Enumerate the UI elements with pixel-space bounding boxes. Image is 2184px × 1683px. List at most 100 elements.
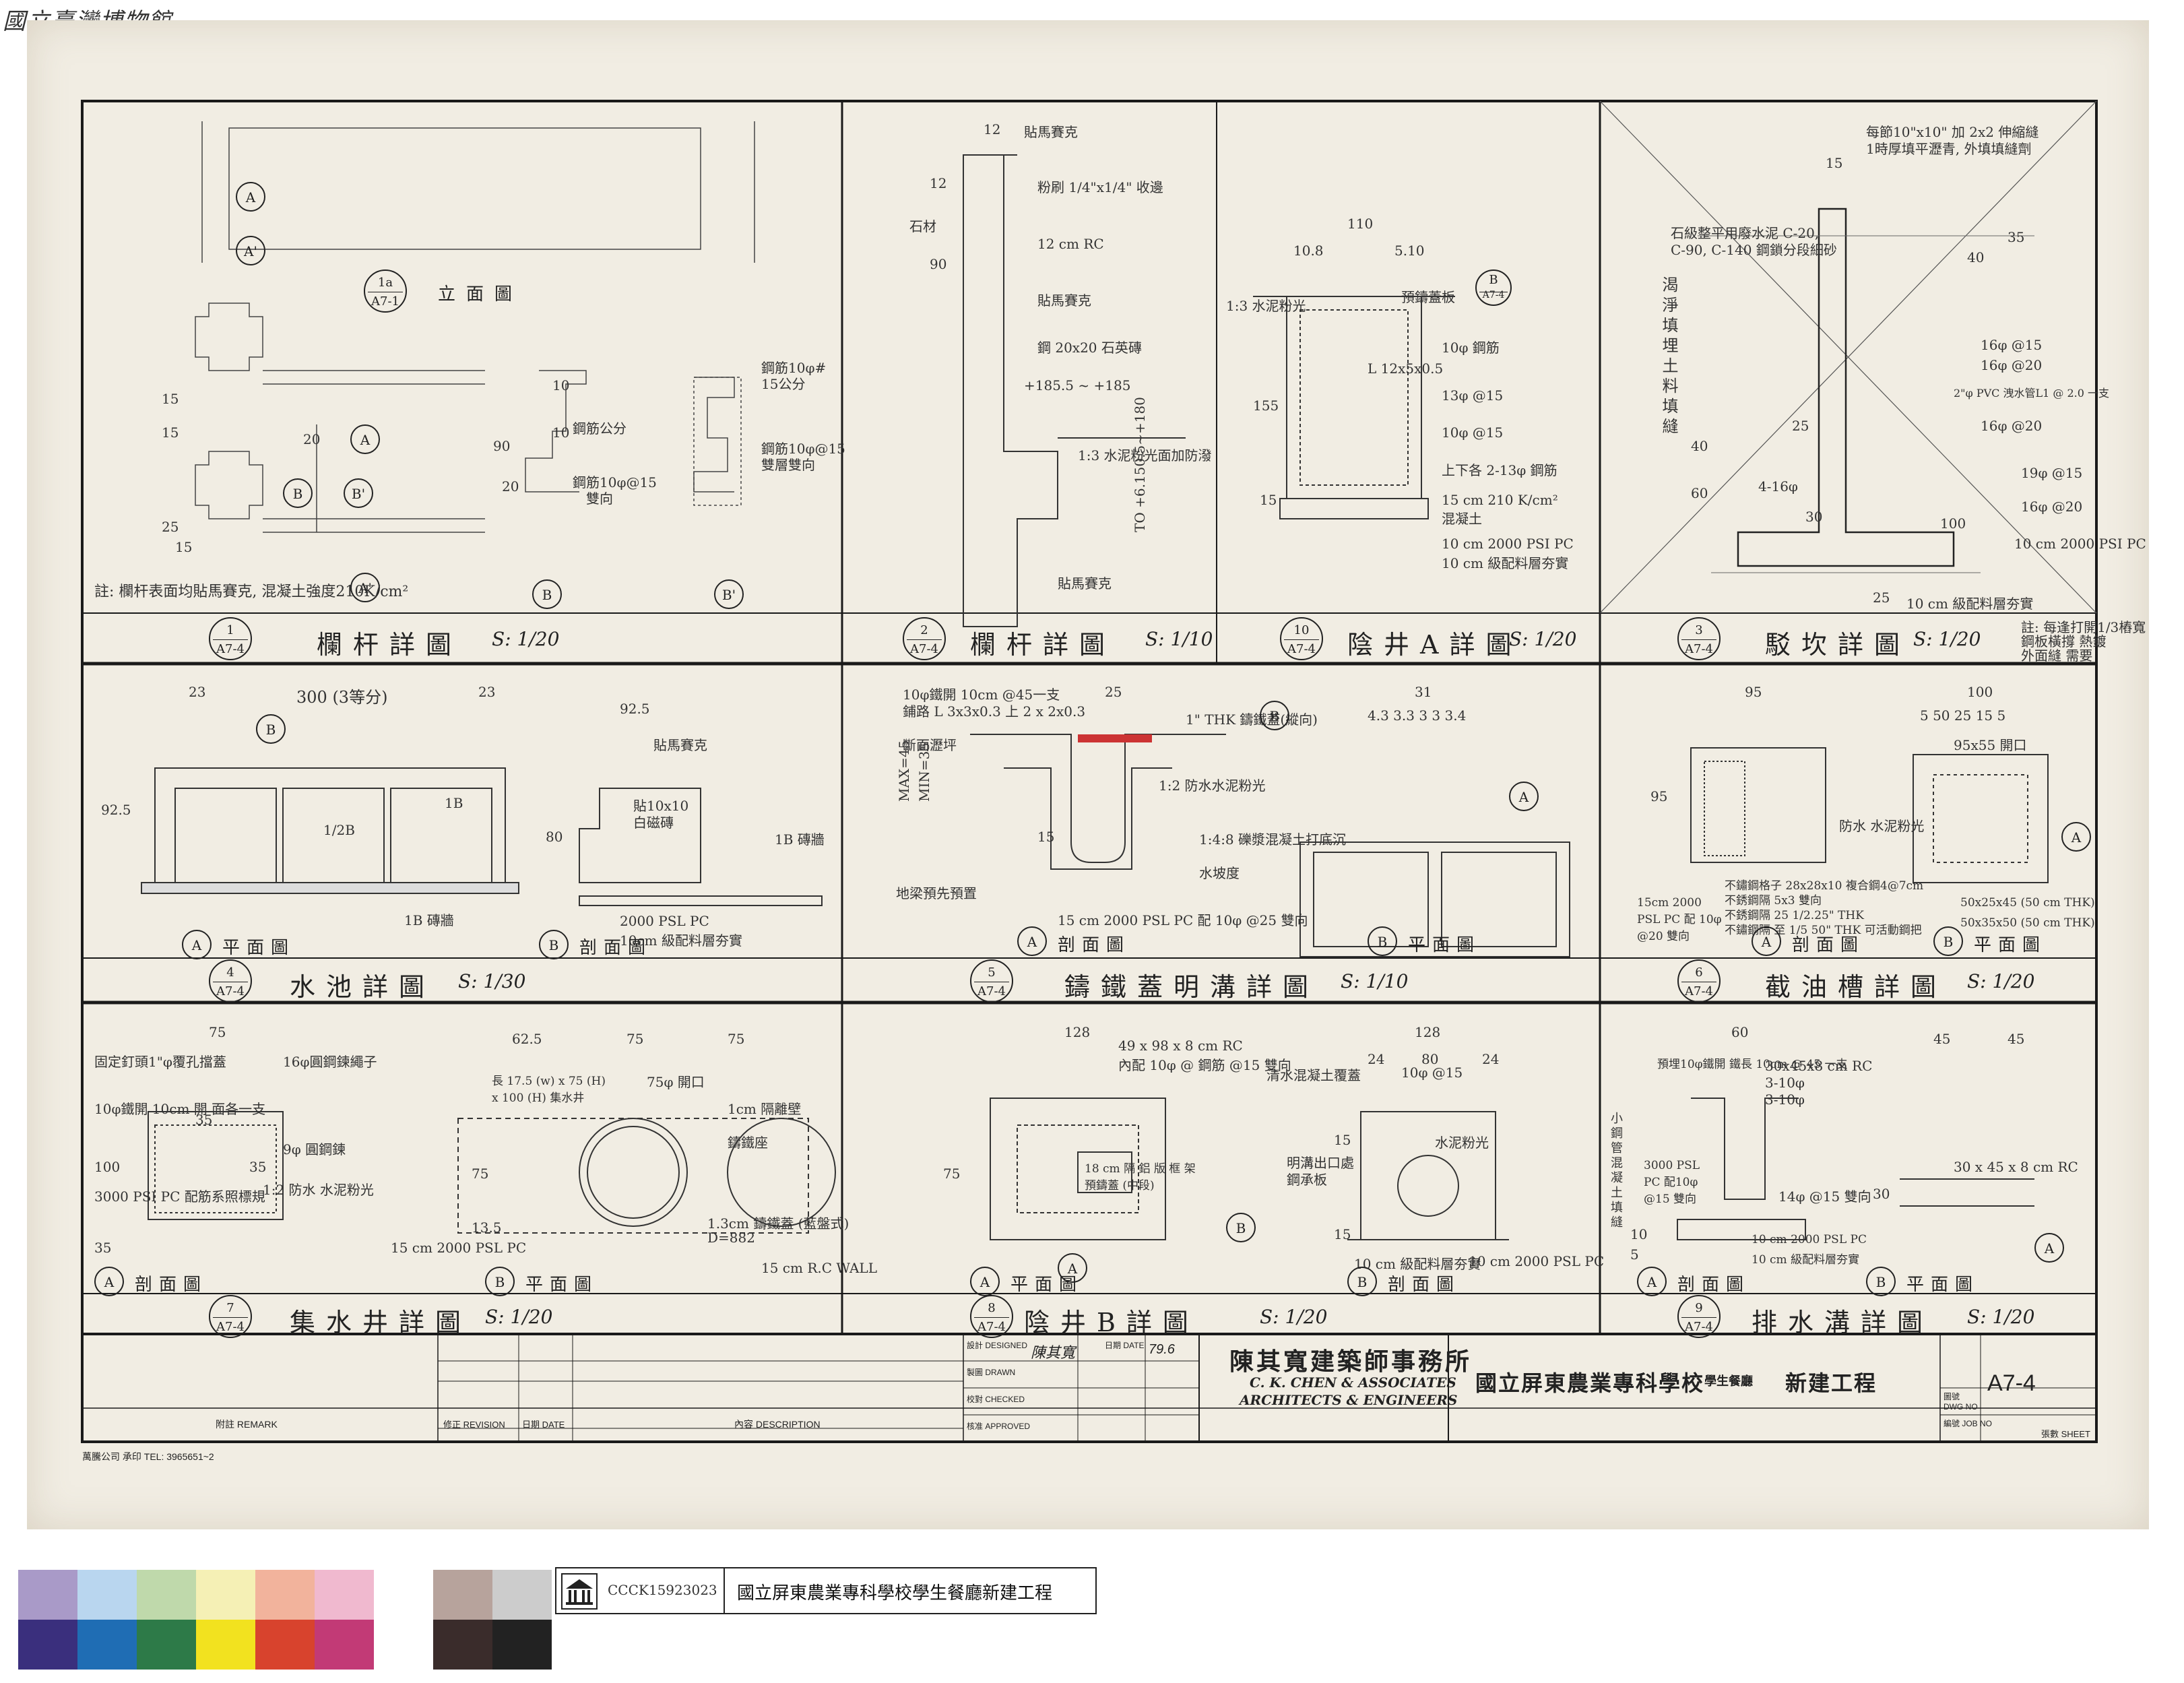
panel-5-title: 鑄鐵蓋明溝詳圖 [1064, 972, 1320, 1002]
panel-4-scale: S: 1/30 [458, 970, 526, 992]
dim-p8-6: 24 [1482, 1051, 1500, 1067]
callout-p10-7: 上下各 2-13φ 鋼筋 [1442, 462, 1557, 478]
dim-p4-3: 23 [478, 684, 496, 700]
panel-3-scale: S: 1/20 [1913, 628, 1981, 650]
dim-p9-5: 10 [1630, 1226, 1648, 1242]
callout-p4-3: 1B 磚牆 [404, 912, 454, 928]
dim-p6-2: 95 [1650, 788, 1668, 804]
callout-p1-3: 鋼筋10φ@15 [761, 441, 845, 457]
section-marker-b-p4: B [256, 714, 286, 744]
dim-p3-7: 100 [1940, 515, 1966, 532]
callout-p4-8: 2000 PSL PC [620, 913, 709, 929]
detail-bubble-8: 8 A7-4 [970, 1295, 1013, 1338]
catalog-id: CCCK15923023 [608, 1582, 717, 1598]
callout-p9-2: 30x45x8 cm RC [1765, 1058, 1873, 1074]
callout-p1-7: 雙向 [586, 490, 613, 507]
callout-p8-11: 10 cm 2000 PSL PC [1469, 1253, 1605, 1269]
dim-p9-4: 30 [1873, 1186, 1890, 1202]
callout-p4-2: 1B [445, 795, 463, 811]
dim-p3-5: 60 [1691, 485, 1708, 501]
view-marker-a-p6: A [1752, 926, 1781, 956]
callout-p5-3: 1" THK 鑄鐵蓋(縱向) [1186, 711, 1318, 728]
callout-p3-14: 註: 每逢打開1/3樁寬 [2021, 619, 2146, 635]
callout-p2-8: 貼馬賽克 [1058, 575, 1112, 592]
dim-p4-2: 300 (3等分) [296, 688, 388, 707]
drawn-label: 製圖 DRAWN [967, 1368, 1016, 1377]
dim-p8-4: 24 [1368, 1051, 1385, 1067]
callout-p10-6: 10φ @15 [1442, 424, 1504, 441]
section-label-b-prime: B' [344, 478, 373, 508]
dim-p5-3: MIN=35 [916, 742, 932, 802]
dim-p7-7: 75 [627, 1031, 644, 1047]
ref-marker-a-p6: A [2061, 822, 2091, 852]
p9-plan-label: 平面圖 [1906, 1275, 1980, 1295]
swatch [77, 1570, 137, 1620]
dim-p7-6: 62.5 [512, 1031, 542, 1047]
view-marker-a-p4: A [182, 930, 212, 959]
detail-bubble-7: 7 A7-4 [209, 1295, 252, 1338]
callout-p10-11: 10 cm 級配料層夯實 [1442, 555, 1569, 571]
callout-p7-14: 15 cm 2000 PSL PC [391, 1240, 527, 1256]
callout-p7-11: 鑄鐵座 [728, 1135, 768, 1151]
project-work: 新建工程 [1785, 1370, 1877, 1396]
p5-plan-label: 平面圖 [1408, 935, 1481, 955]
callout-p5-5: 1:2 防水水泥粉光 [1159, 777, 1266, 794]
callout-p9-9: 30 x 45 x 8 cm RC [1954, 1159, 2078, 1175]
dim-p3-2: 35 [2008, 229, 2025, 245]
callout-p6-8: 50x25x45 (50 cm THK) [1960, 896, 2095, 910]
view-marker-b-p8: B [1347, 1267, 1377, 1296]
dim-p7-5: 35 [94, 1240, 112, 1256]
dim-p1-6: 10 [552, 377, 570, 393]
view-marker-a-p7: A [94, 1267, 124, 1296]
dim-p5-5: 31 [1415, 684, 1432, 700]
dim-p9-1: 60 [1731, 1024, 1749, 1040]
swatch [315, 1620, 374, 1670]
dim-p4-5: 92.5 [620, 701, 650, 717]
dim-p5-4: 15 [1037, 829, 1055, 845]
callout-p1-1: 鋼筋10φ# [761, 360, 827, 376]
view-marker-a-p9: A [1637, 1267, 1667, 1296]
dim-p10-5: 15 [1260, 492, 1277, 508]
revision-label: 修正 REVISION [443, 1420, 505, 1430]
p9-vertical-label: 小鋼管混凝土填縫 [1609, 1112, 1623, 1230]
detail-bubble-5: 5 A7-4 [970, 959, 1013, 1003]
dim-p10-4: 155 [1253, 398, 1279, 414]
callout-p2-3: 12 cm RC [1037, 236, 1104, 252]
callout-p1-6: 鋼筋10φ@15 [573, 474, 657, 490]
swatch [137, 1620, 196, 1670]
callout-p3-3: 石級整平用廢水泥 C-20, [1671, 225, 1820, 241]
callout-p10-1: 1:3 水泥粉光 [1226, 298, 1306, 314]
dim-p3-3: 40 [1967, 249, 1985, 265]
callout-p2-1: 貼馬賽克 [1024, 124, 1078, 140]
callout-p6-2: 不鏽鋼格子 28x28x10 複合鋼4@7cm [1725, 879, 1924, 893]
section-label-a-prime-2: A' [350, 573, 380, 602]
detail-bubble-3: 3 A7-4 [1677, 617, 1721, 660]
dim-p8-3: 128 [1415, 1024, 1441, 1040]
callout-p6-1: 防水 水泥粉光 [1839, 818, 1925, 834]
panel-10-title: 陰井A詳圖 [1347, 630, 1522, 660]
dim-p4-1: 23 [189, 684, 206, 700]
callout-p3-13: 10 cm 級配料層夯實 [1906, 596, 2034, 612]
dim-p8-8: 15 [1334, 1226, 1351, 1242]
panel-5-scale: S: 1/10 [1341, 970, 1409, 992]
callout-p7-5: 9φ 圓鋼鍊 [283, 1141, 346, 1157]
dim-p7-10: 13.5 [472, 1219, 502, 1236]
designer-signature: 陳其寬 [1031, 1345, 1076, 1362]
view-marker-b-p6: B [1933, 926, 1963, 956]
callout-p2-5: 鋼 20x20 石英磚 [1037, 340, 1142, 356]
swatch [255, 1620, 315, 1670]
detail-bubble-2: 2 A7-4 [903, 617, 946, 660]
p4-section-label: 剖面圖 [579, 938, 653, 958]
panel-10-scale: S: 1/20 [1509, 628, 1577, 650]
swatch [137, 1570, 196, 1620]
p4-plan-label: 平面圖 [222, 938, 296, 958]
callout-p8-9: 水泥粉光 [1435, 1135, 1489, 1151]
blueprint-sheet: A A' 1a A7-1 立面圖 A B B' A' B B' 鋼筋10φ# 1… [27, 20, 2149, 1529]
p8-plan-label: 平面圖 [1010, 1275, 1084, 1295]
callout-p3-4: C-90, C-140 鋼鎖分段細砂 [1671, 242, 1837, 258]
p3-vertical-label: 渴淨填埋土料填縫 [1659, 276, 1678, 438]
sheet-label: 張數 SHEET [2041, 1429, 2090, 1439]
panel-1-title: 欄杆詳圖 [317, 630, 463, 660]
view-marker-a-p5: A [1017, 926, 1047, 956]
callout-p2-7: 1:3 水泥粉光面加防潑 [1078, 447, 1212, 464]
